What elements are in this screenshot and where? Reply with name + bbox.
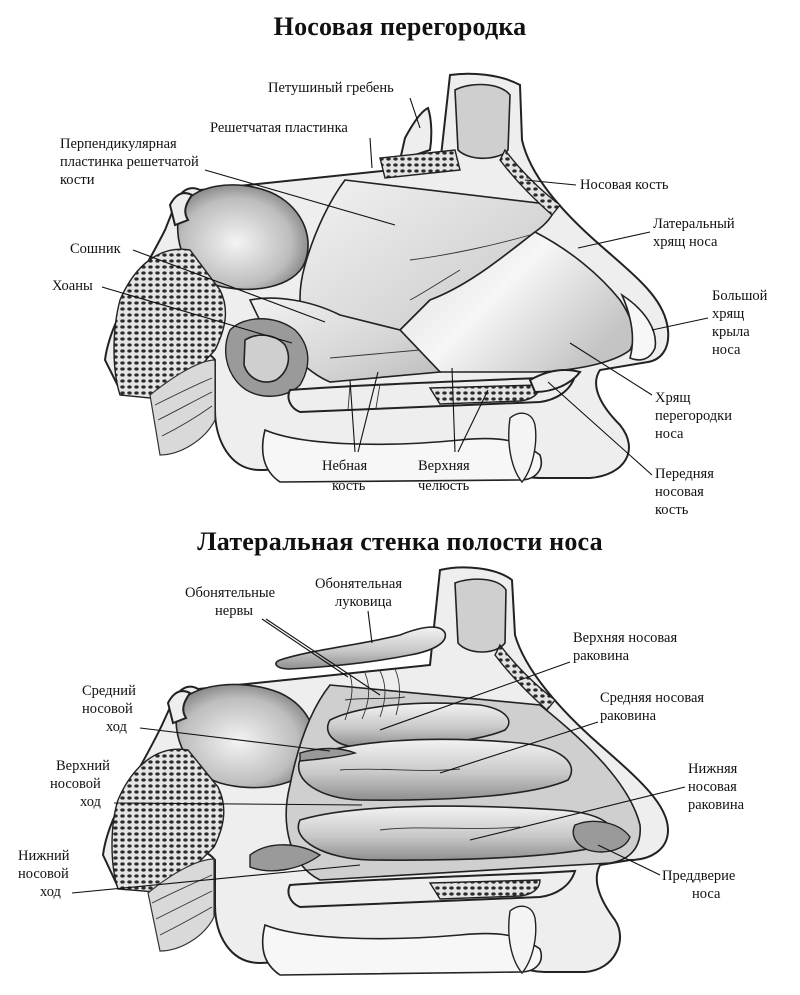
label-superior-meatus-l2: носовой xyxy=(50,776,101,792)
label-anterior-nasal-spine-l1: Передняя xyxy=(655,466,714,482)
label-perpendicular-plate-l1: Перпендикулярная xyxy=(60,136,177,152)
lateral-hard-palate-shape xyxy=(287,869,577,909)
label-inferior-concha-l3: раковина xyxy=(688,797,745,813)
label-inferior-meatus-l3: ход xyxy=(40,884,62,900)
lateral-pharynx-soft-shape xyxy=(147,858,215,952)
label-anterior-nasal-spine-l3: кость xyxy=(655,502,689,518)
label-olfactory-nerves-l2: нервы xyxy=(215,603,253,619)
label-palatine-bone-l2: кость xyxy=(332,478,366,494)
label-vomer: Сошник xyxy=(70,241,122,257)
lateral-wall-illustration: Обонятельные нервы Обонятельная луковица… xyxy=(18,566,745,976)
label-perpendicular-plate-l3: кости xyxy=(60,172,95,188)
olfactory-bulb-shape xyxy=(275,626,447,670)
nasal-bone-shape xyxy=(499,148,561,217)
vestibule-shape xyxy=(572,820,631,853)
cribriform-spongy-shape xyxy=(379,149,461,179)
label-middle-concha-l2: раковина xyxy=(600,708,657,724)
label-superior-meatus-l1: Верхний xyxy=(56,758,110,774)
alar-cartilage-shape xyxy=(620,292,657,361)
label-superior-meatus-l3: ход xyxy=(80,794,102,810)
label-cribriform-plate: Решетчатая пластинка xyxy=(210,120,348,136)
lateral-palate-spongy-shape xyxy=(428,879,541,900)
label-lateral-cartilage-l2: хрящ носа xyxy=(653,234,718,250)
sphenoid-hook-shape xyxy=(168,192,194,227)
label-maxilla-l2: челюсть xyxy=(418,478,470,494)
septum-title: Носовая перегородка xyxy=(273,12,527,41)
label-olfactory-bulb-l1: Обонятельная xyxy=(315,576,402,592)
septum-illustration: Петушиный гребень Решетчатая пластинка П… xyxy=(52,72,768,518)
label-septal-cartilage-l1: Хрящ xyxy=(655,390,691,406)
label-middle-concha-l1: Средняя носовая xyxy=(600,690,704,706)
label-palatine-bone-l1: Небная xyxy=(322,458,367,474)
label-middle-meatus-l1: Средний xyxy=(82,683,136,699)
middle-concha-shape xyxy=(297,738,573,801)
inferior-meatus-shadow xyxy=(249,844,322,872)
label-middle-meatus-l2: носовой xyxy=(82,701,133,717)
septal-cartilage-shape xyxy=(398,231,635,373)
label-alar-cartilage-l3: крыла xyxy=(712,324,750,340)
label-vestibule-l2: носа xyxy=(692,886,721,902)
label-superior-concha-l2: раковина xyxy=(573,648,630,664)
skull-base-spongy-shape xyxy=(113,248,227,401)
label-olfactory-nerves-l1: Обонятельные xyxy=(185,585,275,601)
lateral-wall-title: Латеральная стенка полости носа xyxy=(197,527,603,556)
label-septal-cartilage-l3: носа xyxy=(655,426,684,442)
label-vestibule-l1: Преддверие xyxy=(662,868,735,884)
palate-spongy-shape xyxy=(428,384,541,405)
label-olfactory-bulb-l2: луковица xyxy=(335,594,392,610)
label-inferior-concha-l1: Нижняя xyxy=(688,761,738,777)
lateral-wall-figure: Латеральная стенка полости носа xyxy=(0,525,800,995)
label-crista-galli: Петушиный гребень xyxy=(268,80,394,96)
incisor-shape xyxy=(508,412,537,484)
label-anterior-nasal-spine-l2: носовая xyxy=(655,484,704,500)
choana-inner-shape xyxy=(243,334,290,383)
label-nasal-bone: Носовая кость xyxy=(580,177,669,193)
label-inferior-meatus-l1: Нижний xyxy=(18,848,70,864)
label-superior-concha-l1: Верхняя носовая xyxy=(573,630,677,646)
label-choanae: Хоаны xyxy=(52,278,93,294)
inferior-concha-shape xyxy=(297,805,615,861)
label-lateral-cartilage-l1: Латеральный xyxy=(653,216,735,232)
lateral-skull-base-spongy-shape xyxy=(111,748,225,894)
lateral-frontal-sinus-shape xyxy=(454,578,507,653)
anterior-nasal-spine-shape xyxy=(528,369,582,394)
label-alar-cartilage-l1: Большой xyxy=(712,288,768,304)
label-septal-cartilage-l2: перегородки xyxy=(655,408,732,424)
label-inferior-concha-l2: носовая xyxy=(688,779,737,795)
label-alar-cartilage-l2: хрящ xyxy=(712,306,744,322)
lateral-incisor-shape xyxy=(508,905,537,975)
label-maxilla-l1: Верхняя xyxy=(418,458,470,474)
crista-galli-shape xyxy=(398,106,433,162)
label-middle-meatus-l3: ход xyxy=(106,719,128,735)
lateral-sphenoid-hook-shape xyxy=(166,690,192,725)
label-perpendicular-plate-l2: пластинка решетчатой xyxy=(60,154,199,170)
frontal-sinus-shape xyxy=(454,83,511,160)
septum-figure: Носовая перегородка xyxy=(52,12,768,518)
label-alar-cartilage-l4: носа xyxy=(712,342,741,358)
label-inferior-meatus-l2: носовой xyxy=(18,866,69,882)
